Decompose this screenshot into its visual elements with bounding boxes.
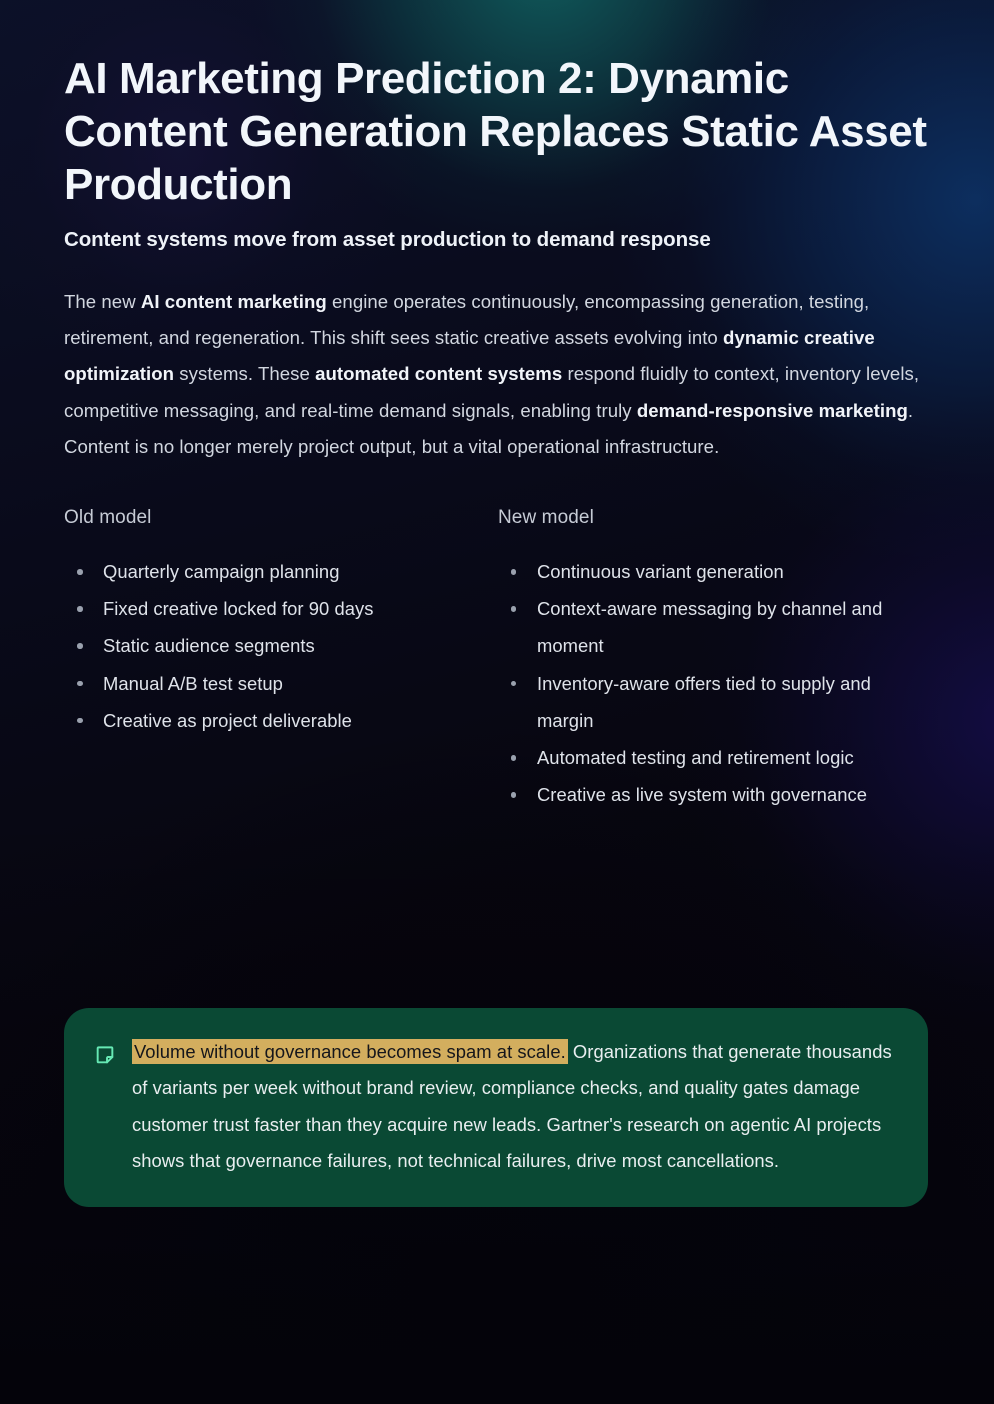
list-item: Static audience segments bbox=[64, 627, 474, 664]
intro-text: systems. These bbox=[174, 363, 316, 385]
list-item: Context-aware messaging by channel and m… bbox=[498, 590, 908, 664]
page-title: AI Marketing Prediction 2: Dynamic Conte… bbox=[64, 54, 927, 209]
callout-highlight: Volume without governance becomes spam a… bbox=[132, 1039, 568, 1064]
old-model-heading: Old model bbox=[64, 507, 152, 529]
intro-text: The new bbox=[64, 291, 141, 312]
callout-text: Volume without governance becomes spam a… bbox=[132, 1034, 898, 1179]
list-item: Manual A/B test setup bbox=[64, 665, 474, 702]
intro-paragraph: The new AI content marketing engine oper… bbox=[64, 284, 930, 465]
list-item: Quarterly campaign planning bbox=[64, 553, 474, 590]
sticky-note-icon bbox=[94, 1044, 116, 1066]
intro-emphasis: automated content systems bbox=[315, 363, 563, 385]
governance-callout: Volume without governance becomes spam a… bbox=[64, 1008, 928, 1208]
list-item: Continuous variant generation bbox=[498, 553, 908, 590]
intro-emphasis: demand-responsive marketing bbox=[636, 399, 908, 421]
page-subtitle: Content systems move from asset producti… bbox=[64, 228, 711, 251]
list-item: Inventory-aware offers tied to supply an… bbox=[498, 665, 908, 739]
list-item: Creative as live system with governance bbox=[498, 776, 908, 813]
list-item: Automated testing and retirement logic bbox=[498, 739, 908, 776]
list-item: Fixed creative locked for 90 days bbox=[64, 590, 474, 627]
new-model-heading: New model bbox=[497, 507, 594, 529]
slide-content: AI Marketing Prediction 2: Dynamic Conte… bbox=[64, 54, 930, 813]
list-item: Creative as project deliverable bbox=[64, 702, 474, 739]
intro-emphasis: AI content marketing bbox=[140, 291, 327, 312]
